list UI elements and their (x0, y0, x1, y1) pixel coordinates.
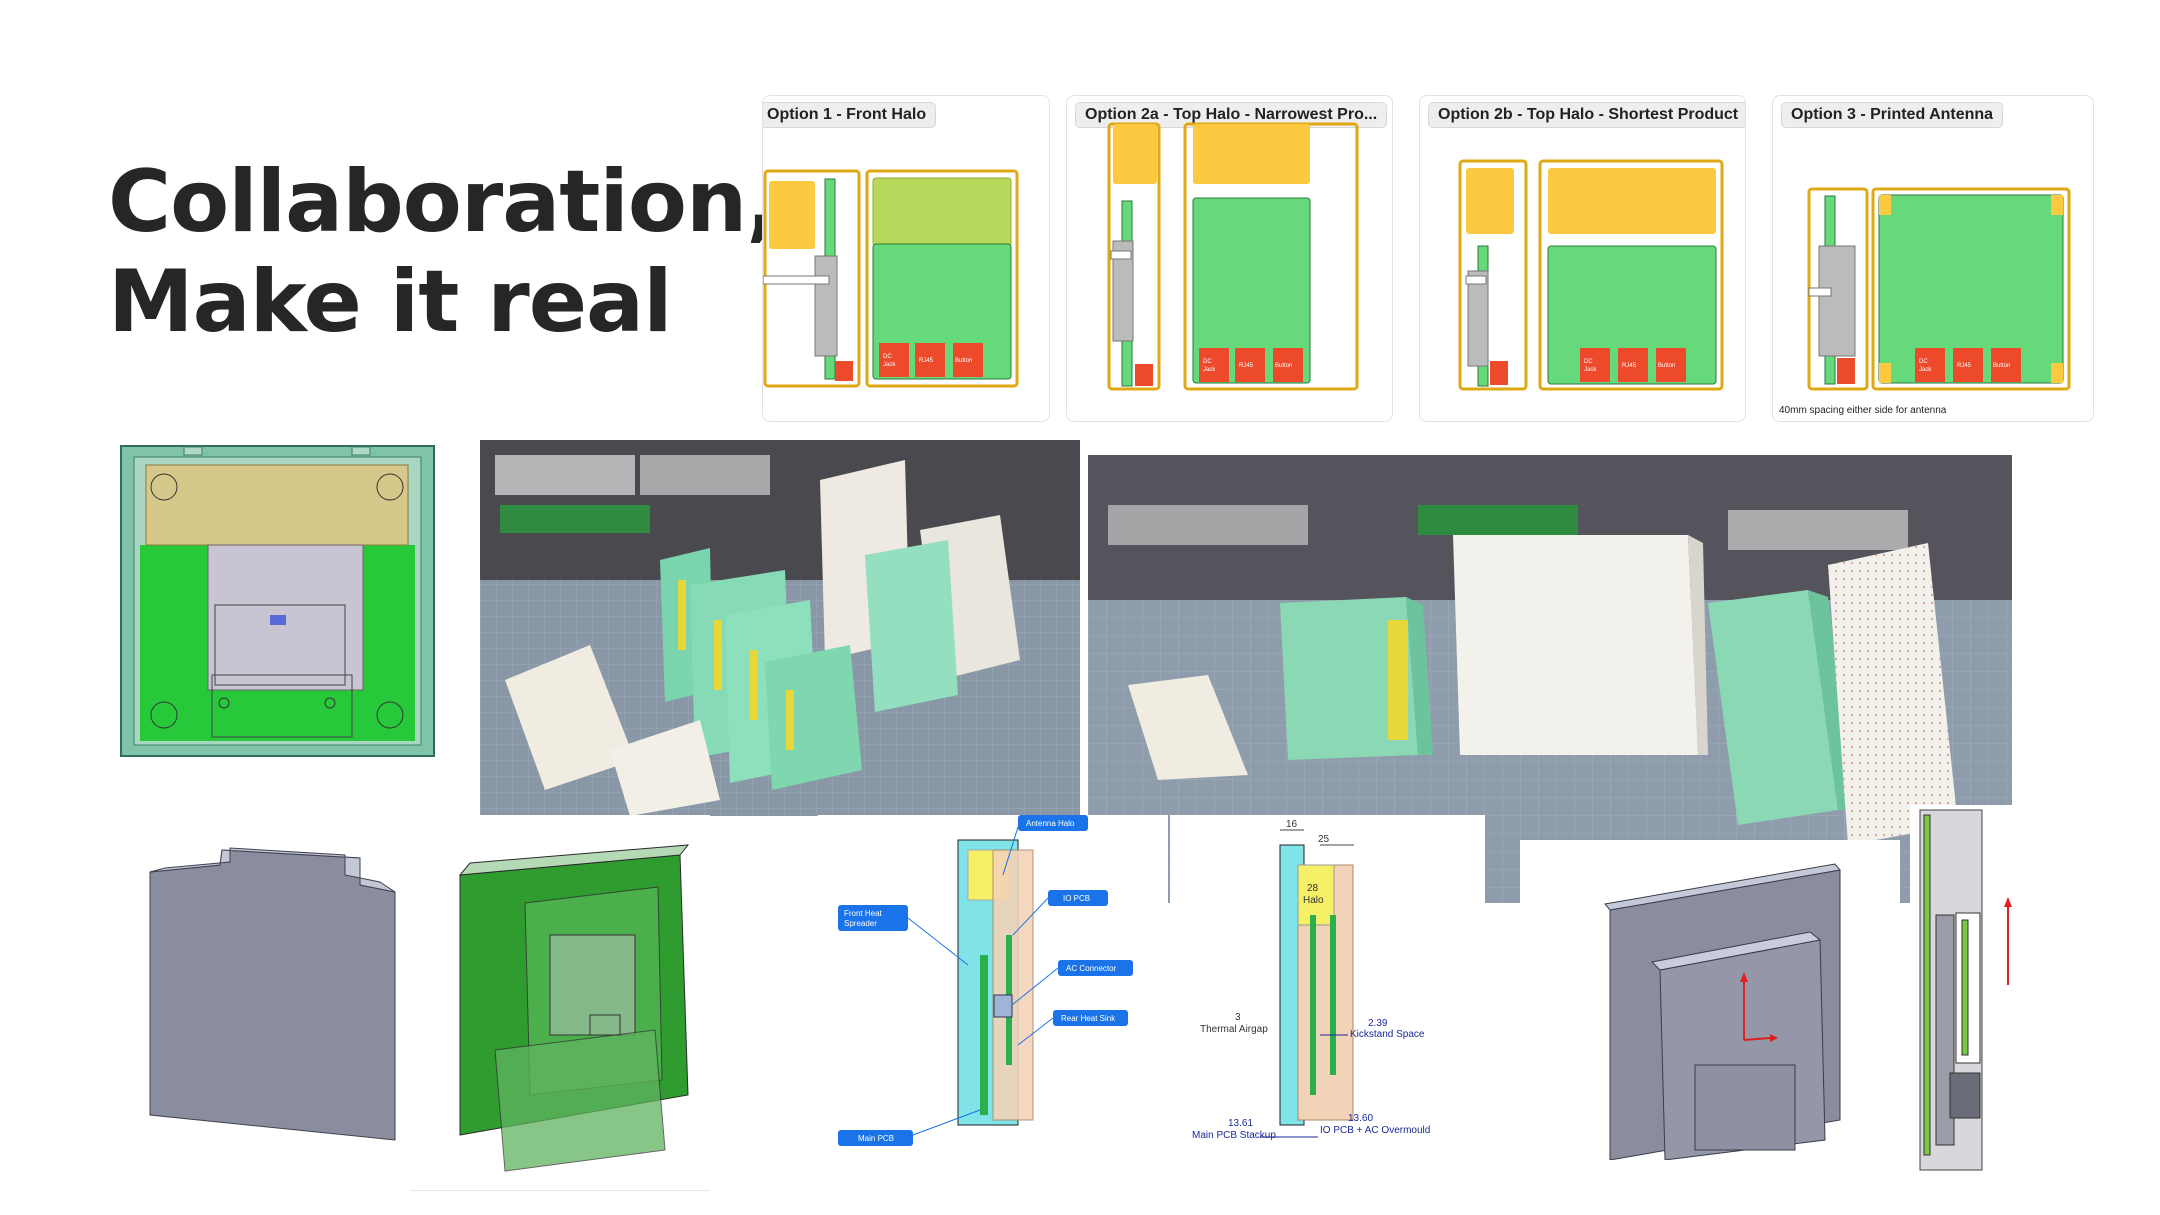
svg-text:RJ45: RJ45 (1239, 363, 1254, 369)
option-card-3: Option 3 - Printed Antenna DC Jack RJ45 B… (1772, 95, 2094, 422)
svg-text:28: 28 (1307, 883, 1319, 894)
option-card-1: Option 1 - Front Halo DC Jack RJ45 Button (762, 95, 1050, 422)
callout-ac-connector: AC Connector (1011, 960, 1133, 1006)
cad-side-section (1910, 805, 2030, 1175)
title-line-1: Collaboration, (108, 152, 779, 252)
svg-text:RJ45: RJ45 (1622, 363, 1637, 369)
svg-text:2.39: 2.39 (1368, 1018, 1388, 1029)
slide-title: Collaboration, Make it real (108, 152, 779, 352)
option-card-label: Option 2b - Top Halo - Shortest Product (1428, 102, 1745, 128)
title-line-2: Make it real (108, 252, 673, 352)
dc-jack-chip (879, 343, 909, 377)
option-card-2b: Option 2b - Top Halo - Shortest Product … (1419, 95, 1746, 422)
rj45-chip (915, 343, 945, 377)
svg-text:Button: Button (1658, 363, 1675, 369)
cad-top-view (120, 445, 435, 757)
svg-text:Front Heat: Front Heat (844, 909, 883, 918)
svg-text:DC: DC (1584, 359, 1593, 365)
svg-text:Button: Button (1275, 363, 1292, 369)
svg-text:AC Connector: AC Connector (1066, 964, 1117, 973)
svg-text:13.60: 13.60 (1348, 1113, 1373, 1124)
callout-antenna-halo: Antenna Halo (1002, 815, 1088, 876)
svg-text:Spreader: Spreader (844, 919, 877, 928)
svg-text:Antenna Halo: Antenna Halo (1026, 819, 1075, 828)
svg-text:RJ45: RJ45 (1957, 363, 1972, 369)
svg-text:Button: Button (955, 358, 972, 364)
callout-front-heat-spreader: Front Heat Spreader (838, 905, 969, 966)
svg-text:Rear Heat Sink: Rear Heat Sink (1061, 1014, 1116, 1023)
option-card-label: Option 3 - Printed Antenna (1781, 102, 2004, 128)
cad-kickstand-view (1520, 840, 1900, 1160)
option-3-diagram: DC Jack RJ45 Button (1807, 187, 2071, 391)
option-card-label: Option 1 - Front Halo (763, 102, 937, 128)
svg-text:Thermal Airgap: Thermal Airgap (1200, 1024, 1268, 1035)
cad-enclosure-transparent (410, 815, 710, 1192)
svg-text:3: 3 (1235, 1012, 1241, 1023)
option-2a-diagram: DC Jack RJ45 Button (1107, 122, 1359, 391)
option-2b-diagram: DC Jack RJ45 Button (1458, 159, 1724, 391)
svg-text:Main PCB Stackup: Main PCB Stackup (1192, 1130, 1276, 1141)
option-card-2a: Option 2a - Top Halo - Narrowest Pro... … (1066, 95, 1393, 422)
svg-text:Jack: Jack (1919, 367, 1932, 373)
svg-text:Kickstand Space: Kickstand Space (1350, 1029, 1425, 1040)
svg-text:Button: Button (1993, 363, 2010, 369)
callout-main-pcb: Main PCB (838, 1109, 981, 1146)
svg-text:16: 16 (1286, 819, 1298, 830)
callout-rear-heat-sink: Rear Heat Sink (1017, 1010, 1128, 1046)
button-chip (953, 343, 983, 377)
svg-text:Halo: Halo (1303, 895, 1324, 906)
svg-text:Jack: Jack (883, 362, 896, 368)
svg-text:RJ45: RJ45 (919, 358, 934, 364)
svg-text:25: 25 (1318, 834, 1330, 845)
svg-text:DC: DC (1203, 359, 1212, 365)
svg-text:DC: DC (1919, 359, 1928, 365)
cross-section-dimensions: 16 25 28 Halo 3 Thermal Airgap 2.39 Kick… (1170, 815, 1485, 1155)
svg-text:Jack: Jack (1203, 367, 1216, 373)
svg-text:Jack: Jack (1584, 367, 1597, 373)
svg-text:DC: DC (883, 354, 892, 360)
option-1-diagram: DC Jack RJ45 Button (763, 169, 1019, 388)
svg-text:13.61: 13.61 (1228, 1118, 1253, 1129)
option-3-note: 40mm spacing either side for antenna (1779, 405, 1947, 416)
cross-section-callouts: Antenna Halo IO PCB Front Heat Spreader … (818, 815, 1168, 1155)
callout-io-pcb: IO PCB (1012, 890, 1108, 936)
svg-text:IO PCB + AC Overmould: IO PCB + AC Overmould (1320, 1125, 1430, 1136)
foam-mockups-photo-1 (480, 440, 1080, 816)
cad-enclosure-solid (149, 847, 396, 1141)
svg-text:Main PCB: Main PCB (858, 1134, 894, 1143)
svg-text:IO PCB: IO PCB (1063, 894, 1090, 903)
